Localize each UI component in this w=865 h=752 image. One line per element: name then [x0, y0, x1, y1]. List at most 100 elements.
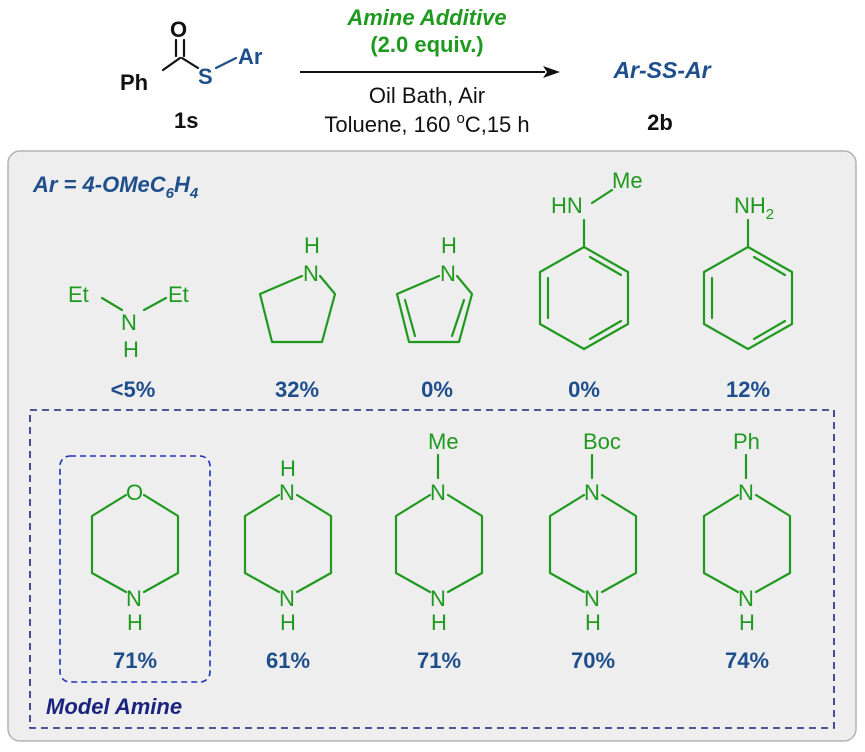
atom-h: H — [304, 233, 320, 258]
benzene-inner-3 — [752, 255, 787, 277]
bond-s-ar — [214, 56, 238, 70]
bond-et-n-left — [100, 296, 124, 312]
ar-def-sub2: 4 — [189, 185, 199, 202]
pyrrole-double-1 — [403, 298, 417, 338]
amine-pyrrolidine: H N 32% — [258, 233, 337, 402]
amine-diethylamine: Et N Et H <5% — [68, 282, 189, 402]
atom-h: H — [441, 233, 457, 258]
amine-n-boc-piperazine: Boc N N H 70% — [548, 429, 638, 673]
atom-n: N — [738, 586, 754, 611]
atom-h-top: H — [280, 456, 296, 481]
atom-n: N — [584, 586, 600, 611]
conditions-line-2: Toluene, 160 oC,15 h — [324, 110, 529, 137]
benzene-ring — [702, 245, 794, 351]
bond-n-me — [590, 188, 614, 205]
yield-n-phenylpiperazine: 74% — [725, 648, 769, 673]
yield-morpholine: 71% — [113, 648, 157, 673]
ar-definition: Ar = 4-OMeC6H4 — [32, 172, 199, 202]
ring-right — [600, 493, 638, 594]
atom-n: N — [279, 586, 295, 611]
reactant-s-label: S — [198, 64, 213, 89]
morpholine-left — [90, 493, 128, 594]
amine-n-phenylpiperazine: Ph N N H 74% — [702, 429, 792, 673]
reaction-arrow-group: Amine Additive (2.0 equiv.) Oil Bath, Ai… — [300, 5, 560, 137]
ring-left — [394, 493, 432, 594]
reactant-ar-label: Ar — [238, 44, 263, 69]
atom-n: N — [303, 261, 319, 286]
ring-left — [548, 493, 586, 594]
ar-def-main: Ar = 4-OMeC — [32, 172, 167, 197]
benzene-ring — [538, 245, 630, 351]
benzene-inner-2 — [752, 319, 787, 341]
ring-right — [446, 493, 484, 594]
atom-ph: Ph — [733, 429, 760, 454]
atom-nh: NH — [734, 193, 766, 218]
bond-c-s — [180, 56, 200, 70]
piperazine-left — [243, 493, 281, 594]
atom-n-top: N — [738, 480, 754, 505]
reactant-o-label: O — [170, 17, 187, 42]
pyrrole-ring — [395, 274, 474, 344]
pyrrolidine-ring — [258, 274, 337, 344]
atom-n: N — [430, 586, 446, 611]
reactant-structure: Ph O S Ar 1s — [120, 17, 263, 133]
amine-piperazine: H N N H 61% — [243, 456, 333, 673]
atom-o: O — [126, 480, 143, 505]
atom-h: H — [280, 610, 296, 635]
reactant-ph-label: Ph — [120, 70, 148, 95]
yield-aniline: 12% — [726, 377, 770, 402]
yield-piperazine: 61% — [266, 648, 310, 673]
conditions-line-1: Oil Bath, Air — [369, 83, 485, 108]
additive-label: Amine Additive — [346, 5, 506, 30]
atom-n: N — [121, 310, 137, 335]
atom-hn: HN — [551, 193, 583, 218]
product-id: 2b — [647, 110, 673, 135]
atom-boc: Boc — [583, 429, 621, 454]
benzene-inner-3 — [588, 255, 623, 277]
amine-n-methylaniline: HN Me 0% — [538, 168, 643, 402]
reactant-id: 1s — [174, 108, 198, 133]
atom-h: H — [585, 610, 601, 635]
conditions-degree: o — [456, 110, 464, 127]
yield-pyrrolidine: 32% — [275, 377, 319, 402]
atom-h: H — [123, 337, 139, 362]
amine-panel — [7, 150, 857, 742]
atom-n: N — [440, 261, 456, 286]
piperazine-right — [295, 493, 333, 594]
ring-right — [754, 493, 792, 594]
bond-n-et-right — [142, 296, 168, 312]
atom-n-top: N — [279, 480, 295, 505]
yield-n-methylaniline: 0% — [568, 377, 600, 402]
amine-pyrrole: H N 0% — [395, 233, 474, 402]
equiv-label: (2.0 equiv.) — [370, 32, 483, 57]
conditions-time: C,15 h — [465, 112, 530, 137]
model-amine-label: Model Amine — [46, 694, 182, 719]
amine-n-methylpiperazine: Me N N H 71% — [394, 429, 484, 673]
atom-n-top: N — [584, 480, 600, 505]
atom-me: Me — [428, 429, 459, 454]
atom-h: H — [127, 610, 143, 635]
atom-et-left: Et — [68, 282, 89, 307]
atom-nh2: NH2 — [734, 193, 774, 223]
benzene-inner-2 — [588, 319, 623, 341]
atom-nh2-sub: 2 — [766, 206, 774, 223]
bond-ph-c — [161, 56, 182, 72]
amine-morpholine: O N H 71% — [90, 480, 180, 673]
yield-n-methylpiperazine: 71% — [417, 648, 461, 673]
atom-me: Me — [612, 168, 643, 193]
product-label: Ar-SS-Ar — [612, 57, 711, 83]
atom-h: H — [739, 610, 755, 635]
amine-aniline: NH2 12% — [702, 193, 794, 402]
pyrrole-double-2 — [450, 298, 466, 338]
ar-def-h: H — [174, 172, 191, 197]
yield-diethylamine: <5% — [111, 377, 156, 402]
model-amine-box — [59, 455, 211, 683]
piperazine-group-box — [29, 409, 835, 729]
yield-n-boc-piperazine: 70% — [571, 648, 615, 673]
morpholine-right — [142, 493, 180, 594]
yield-pyrrole: 0% — [421, 377, 453, 402]
atom-h: H — [431, 610, 447, 635]
atom-et-right: Et — [168, 282, 189, 307]
atom-n-top: N — [430, 480, 446, 505]
